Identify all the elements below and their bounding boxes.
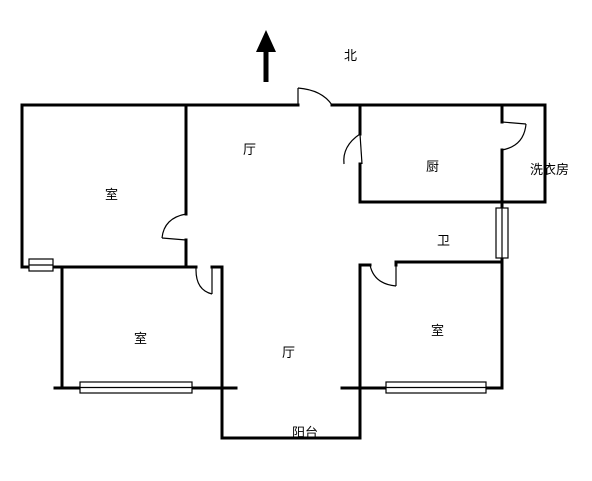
room-label-bathroom: 卫	[437, 234, 451, 249]
room-label-living-top: 厅	[243, 143, 257, 158]
kitchen-door-icon	[343, 133, 363, 165]
room-label-laundry: 洗衣房	[530, 163, 570, 178]
windows	[28, 207, 509, 394]
bedroom-door-icon	[161, 213, 187, 241]
laundry-door-icon	[501, 121, 527, 151]
room-label-kitchen: 厨	[426, 160, 440, 175]
room-label-bedroom-top-left: 室	[105, 188, 119, 203]
room-label-living-bottom: 厅	[282, 346, 296, 361]
north-arrow-icon	[256, 30, 276, 82]
bedroom-door-icon	[195, 267, 213, 295]
walls	[20, 103, 547, 440]
room-label-bedroom-bottom-left: 室	[134, 332, 148, 347]
entrance-door-icon	[297, 87, 333, 106]
window-icon	[385, 381, 487, 394]
bedroom-door-icon	[369, 264, 397, 287]
room-label-balcony: 阳台	[292, 426, 319, 441]
compass-label: 北	[344, 49, 358, 64]
room-label-bedroom-bottom-right: 室	[431, 324, 445, 339]
window-icon	[495, 207, 509, 259]
window-icon	[28, 258, 54, 272]
window-icon	[79, 381, 193, 394]
doors	[161, 87, 527, 295]
